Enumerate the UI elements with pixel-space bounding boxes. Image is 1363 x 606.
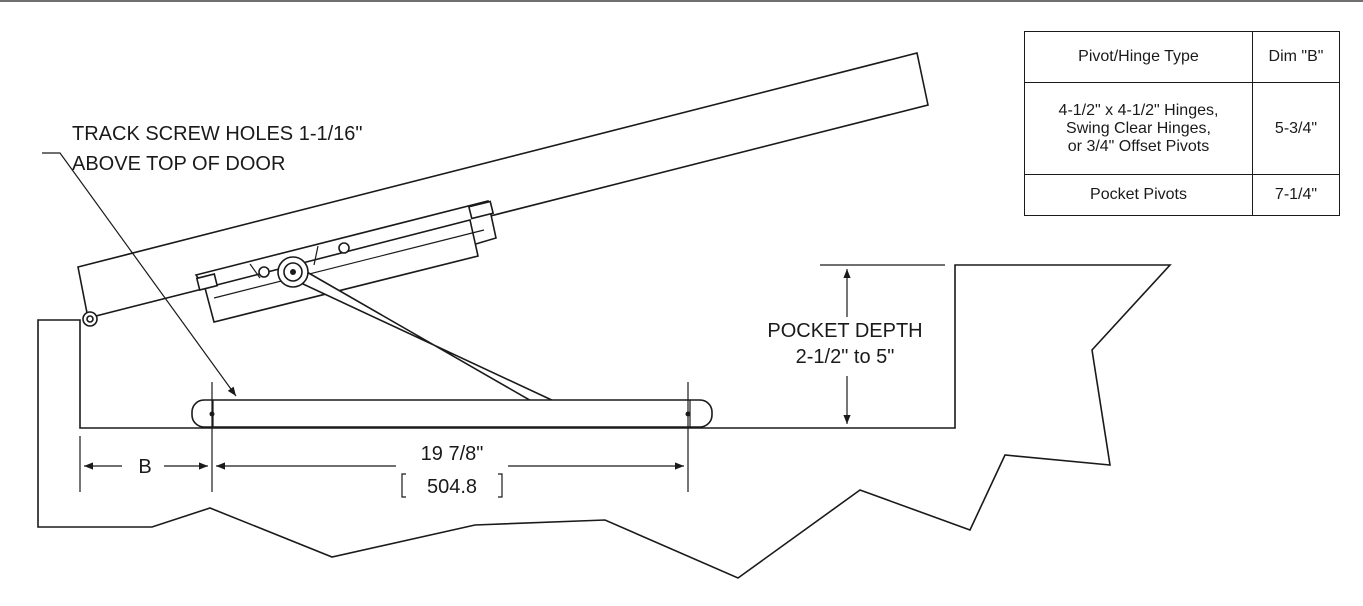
dim-b-table: Pivot/Hinge Type Dim "B" 4-1/2" x 4-1/2"…	[1024, 31, 1340, 216]
table-cell-dim: 7-1/4"	[1252, 174, 1340, 216]
pocket-depth-label-line1: POCKET DEPTH	[767, 320, 922, 342]
pocket-outline	[37, 264, 1172, 579]
track-length-label: 19 7/8"	[421, 443, 484, 465]
track	[191, 399, 713, 428]
track-screw-label-line2: ABOVE TOP OF DOOR	[72, 153, 285, 175]
table-header-row: Pivot/Hinge Type Dim "B"	[1024, 31, 1340, 83]
table-cell-dim: 5-3/4"	[1252, 82, 1340, 175]
track-screw-label-line1: TRACK SCREW HOLES 1-1/16"	[72, 123, 363, 145]
track-screw-leader	[42, 152, 237, 397]
table-row: 4-1/2" x 4-1/2" Hinges, Swing Clear Hing…	[1024, 82, 1340, 175]
track-length-metric-label: 504.8	[427, 476, 477, 498]
closer-body	[194, 200, 497, 323]
door-pivot	[82, 311, 98, 327]
dim-b-label: B	[138, 456, 151, 478]
table-cell-type: 4-1/2" x 4-1/2" Hinges, Swing Clear Hing…	[1024, 82, 1253, 175]
table-header-type: Pivot/Hinge Type	[1024, 31, 1253, 83]
table-cell-type: Pocket Pivots	[1024, 174, 1253, 216]
pocket-depth-label-line2: 2-1/2" to 5"	[796, 346, 895, 368]
closer-arm	[277, 256, 557, 403]
table-row: Pocket Pivots 7-1/4"	[1024, 174, 1340, 216]
table-header-dim: Dim "B"	[1252, 31, 1340, 83]
